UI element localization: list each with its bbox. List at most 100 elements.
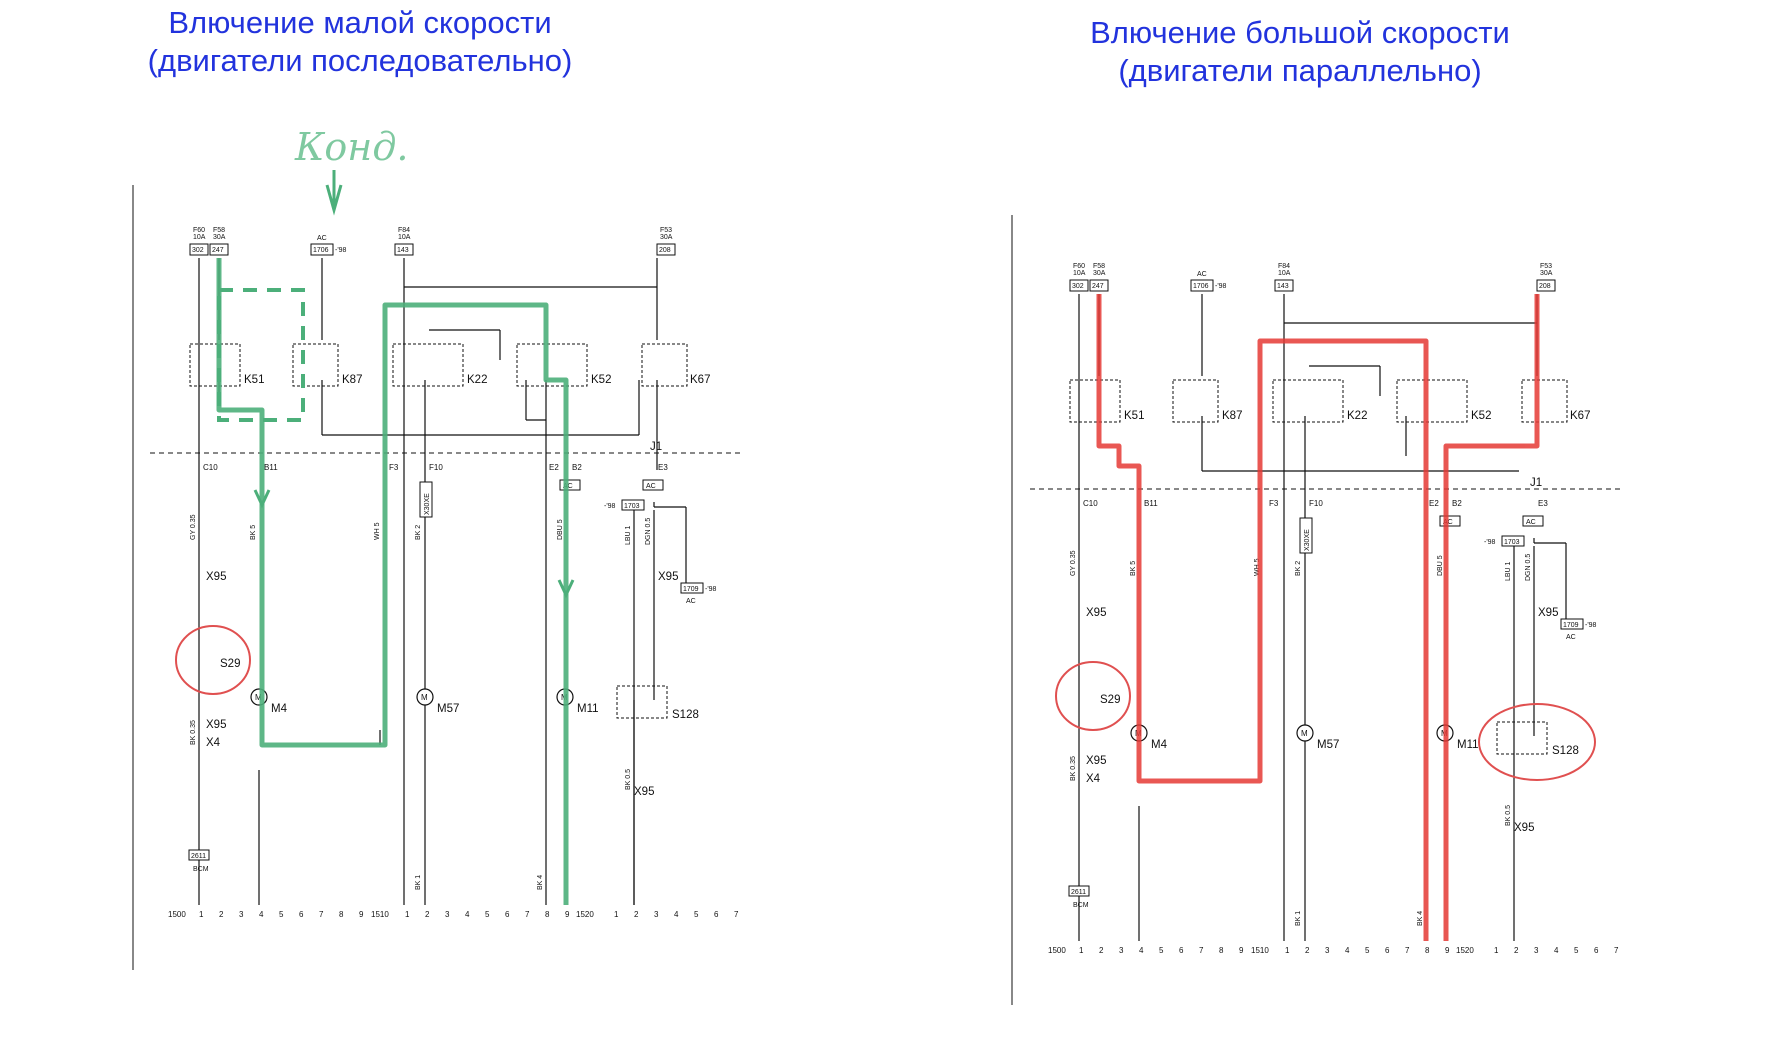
low-speed-current-path xyxy=(216,258,569,905)
svg-text:1520: 1520 xyxy=(576,910,594,919)
x30xe-label: X30XE xyxy=(424,493,431,515)
svg-text:F3: F3 xyxy=(1269,499,1279,508)
box-1709-label: 1709 xyxy=(683,586,699,593)
motor-m4-label: M4 xyxy=(271,703,288,715)
svg-text:302: 302 xyxy=(1072,283,1084,290)
svg-text:2: 2 xyxy=(1099,946,1104,955)
switch-s128-label: S128 xyxy=(672,709,699,721)
svg-text:BCM: BCM xyxy=(1073,902,1089,909)
high-speed-schematic: F60 10A 302 F58 30A 247 AC 1706 -'98 F84… xyxy=(1030,263,1620,955)
svg-text:2: 2 xyxy=(425,910,430,919)
svg-text:143: 143 xyxy=(1277,283,1289,290)
x95-lower-left: X95 xyxy=(206,719,226,731)
k51-k87-highlight xyxy=(217,288,305,422)
fuse-f84: F84 10A 143 xyxy=(394,227,414,256)
svg-text:5: 5 xyxy=(279,910,284,919)
wire-label-wh5: WH 5 xyxy=(374,522,381,540)
low-speed-schematic: F60 10A 302 F58 30A 247 AC 1706 -'98 F84… xyxy=(150,125,740,919)
svg-text:9: 9 xyxy=(1239,946,1244,955)
svg-text:208: 208 xyxy=(1539,283,1551,290)
svg-text:7: 7 xyxy=(1405,946,1410,955)
fuse-f58-box: 247 xyxy=(212,247,224,254)
svg-text:DGN 0.5: DGN 0.5 xyxy=(1525,554,1532,581)
title-low-speed-line2: (двигатели последовательно) xyxy=(147,43,573,78)
relay-k52-box xyxy=(516,343,588,387)
svg-text:-'98: -'98 xyxy=(1215,283,1227,290)
fuse-f60-rating: 10A xyxy=(193,234,206,241)
svg-text:E2: E2 xyxy=(1429,499,1439,508)
svg-text:5: 5 xyxy=(1159,946,1164,955)
svg-text:BK 2: BK 2 xyxy=(1295,561,1302,576)
note98-1709: -'98 xyxy=(705,586,717,593)
svg-text:247: 247 xyxy=(1092,283,1104,290)
fuse-f58-name: F58 xyxy=(213,227,225,234)
svg-text:6: 6 xyxy=(1385,946,1390,955)
connector-f10: F10 xyxy=(429,463,443,472)
schematic-wires-right xyxy=(1078,294,1567,941)
svg-text:7: 7 xyxy=(525,910,530,919)
x95-bottom-right: X95 xyxy=(634,786,654,798)
fuse-f53-rating: 30A xyxy=(660,234,673,241)
fuse-ac-note: -'98 xyxy=(335,247,347,254)
svg-text:X95: X95 xyxy=(1538,607,1558,619)
wire-label-bk4: BK 4 xyxy=(537,875,544,890)
fuse-f53-name: F53 xyxy=(660,227,672,234)
fuse-ac-box: 1706 xyxy=(313,247,329,254)
title-low-speed-line1: Влючение малой скорости xyxy=(168,5,552,40)
svg-text:4: 4 xyxy=(1345,946,1350,955)
title-high-speed-line1: Влючение большой скорости xyxy=(1090,15,1510,50)
svg-text:BK 5: BK 5 xyxy=(1130,561,1137,576)
ac-box-e3 xyxy=(642,479,664,491)
svg-text:30A: 30A xyxy=(1093,270,1106,277)
fuse-ac-name: AC xyxy=(317,235,327,242)
svg-text:6: 6 xyxy=(1594,946,1599,955)
svg-text:X95: X95 xyxy=(1086,755,1106,767)
svg-text:F84: F84 xyxy=(1278,263,1290,270)
wire-label-bk05: BK 0.5 xyxy=(625,769,632,790)
title-low-speed: Влючение малой скорости (двигатели после… xyxy=(100,4,620,80)
svg-text:6: 6 xyxy=(299,910,304,919)
svg-text:-'98: -'98 xyxy=(1484,539,1496,546)
svg-text:LBU 1: LBU 1 xyxy=(1505,561,1512,581)
svg-text:1: 1 xyxy=(405,910,410,919)
svg-text:2: 2 xyxy=(1305,946,1310,955)
svg-text:2611: 2611 xyxy=(1071,889,1086,896)
svg-text:C10: C10 xyxy=(1083,499,1098,508)
x4-left: X4 xyxy=(206,737,221,749)
svg-text:3: 3 xyxy=(445,910,450,919)
svg-text:3: 3 xyxy=(239,910,244,919)
arrow-down-b11 xyxy=(253,489,271,509)
wire-label-bk1: BK 1 xyxy=(415,875,422,890)
svg-text:X4: X4 xyxy=(1086,773,1101,785)
svg-text:5: 5 xyxy=(485,910,490,919)
svg-text:8: 8 xyxy=(1425,946,1430,955)
bcm-box-label: 2611 xyxy=(191,853,206,860)
svg-text:5: 5 xyxy=(694,910,699,919)
wire-label-bk2: BK 2 xyxy=(415,525,422,540)
svg-text:9: 9 xyxy=(359,910,364,919)
svg-text:6: 6 xyxy=(1179,946,1184,955)
svg-text:BK 0.5: BK 0.5 xyxy=(1505,805,1512,826)
wire-label-dgn05: DGN 0.5 xyxy=(645,518,652,545)
relay-k67-box xyxy=(641,343,688,387)
svg-text:3: 3 xyxy=(654,910,659,919)
svg-text:GY 0.35: GY 0.35 xyxy=(1070,550,1077,576)
fuse-f58-rating: 30A xyxy=(213,234,226,241)
box-1709 xyxy=(680,582,704,594)
svg-text:4: 4 xyxy=(674,910,679,919)
junction-j1-label: J1 xyxy=(650,441,662,453)
ac-label-1709: AC xyxy=(686,598,696,605)
relay-k67-label-right: K67 xyxy=(1570,410,1590,422)
box-1703 xyxy=(621,499,645,511)
arrow-down-b2 xyxy=(557,579,575,599)
svg-text:1500: 1500 xyxy=(1048,946,1066,955)
title-high-speed: Влючение большой скорости (двигатели пар… xyxy=(1040,14,1560,90)
fuse-f53-right: F53 30A 208 xyxy=(1536,263,1556,292)
high-speed-current-paths xyxy=(1096,294,1540,941)
wire-label-dbu5: DBU 5 xyxy=(557,519,564,540)
note98-1703: -'98 xyxy=(604,503,616,510)
svg-text:7: 7 xyxy=(1614,946,1619,955)
relay-k87-label-right: K87 xyxy=(1222,410,1242,422)
relay-k52-label-right: K52 xyxy=(1471,410,1491,422)
svg-text:4: 4 xyxy=(1554,946,1559,955)
